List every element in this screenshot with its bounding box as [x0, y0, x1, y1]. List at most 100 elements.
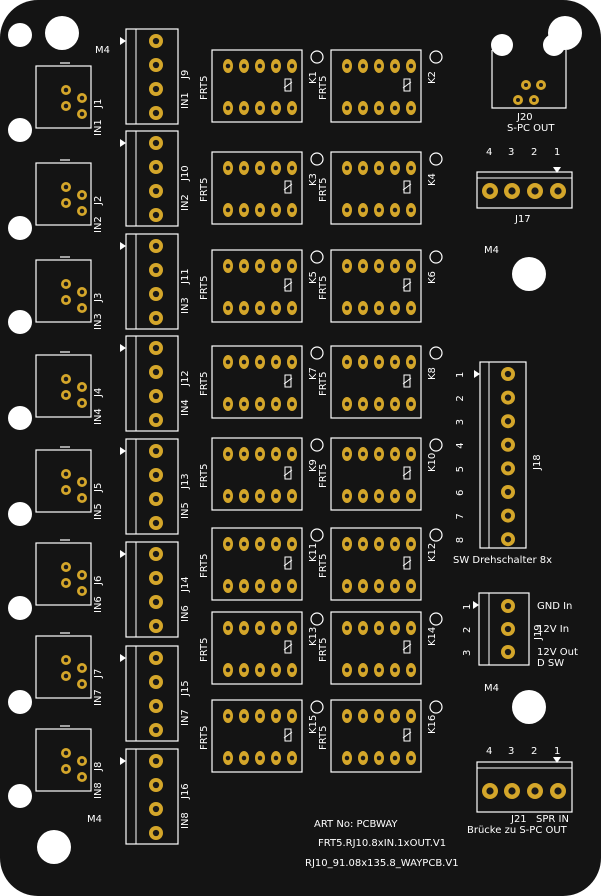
relay-pin-bottom-drill [273, 305, 279, 311]
relay-pin-bottom-drill [225, 493, 231, 499]
relay-coil-diagonal [402, 559, 412, 567]
relay-outline [330, 699, 422, 773]
rj-ref: J2 [93, 196, 104, 206]
terminal-ref: J11 [180, 268, 191, 285]
relay-pin-bottom-drill [392, 755, 398, 761]
relay-pin-bottom-drill [360, 305, 366, 311]
relay-pin-top-drill [273, 165, 279, 171]
j18-pin-number: 5 [455, 466, 466, 472]
j17-outline [476, 171, 573, 209]
relay-pin-bottom-drill [241, 207, 247, 213]
edge-hole [8, 596, 32, 620]
relay-pin-bottom-drill [241, 583, 247, 589]
terminal-pin-drill [152, 447, 160, 455]
relay-type-label: FRT5 [199, 726, 210, 750]
edge-hole [8, 23, 32, 47]
j19-pin-label: 12V Out [537, 647, 578, 658]
relay-pin-top-drill [344, 165, 350, 171]
relay-pin-top-drill [344, 713, 350, 719]
rj-pin-drill [63, 673, 69, 679]
terminal-pin-drill [152, 37, 160, 45]
relay-pin1-ring [429, 528, 443, 542]
terminal-pin-drill [152, 139, 160, 147]
rj-ref: J4 [93, 388, 104, 398]
terminal-pin-drill [152, 85, 160, 93]
relay-pin-top-drill [392, 63, 398, 69]
j21-pin-number: 3 [508, 746, 514, 757]
pin1-marker [553, 167, 561, 173]
terminal-pin-drill [152, 781, 160, 789]
rj-outline [35, 259, 92, 323]
j20-mount-hole-right [543, 34, 565, 56]
relay-pin-top-drill [376, 625, 382, 631]
relay-outline [330, 249, 422, 323]
relay-pin-top-drill [241, 451, 247, 457]
relay-pin-bottom-drill [225, 583, 231, 589]
rj-ref: J7 [93, 669, 104, 679]
terminal-outline [125, 748, 179, 845]
relay-outline [211, 151, 303, 225]
j19-pin-drill [504, 602, 512, 610]
relay-pin-top-drill [273, 63, 279, 69]
terminal-pin-drill [152, 678, 160, 686]
terminal-pin-drill [152, 622, 160, 630]
art-number: ART No: PCBWAY [314, 819, 398, 830]
relay-pin-top-drill [257, 165, 263, 171]
j19-pin-label: GND In [537, 601, 572, 612]
relay-pin-top-drill [225, 541, 231, 547]
relay-type-label: FRT5 [318, 76, 329, 100]
relay-pin-bottom-drill [289, 583, 295, 589]
rj-pin-drill [79, 111, 85, 117]
terminal-outline [125, 233, 179, 330]
terminal-net-label: IN6 [180, 605, 191, 622]
j17-pin-drill [486, 187, 494, 195]
terminal-outline [125, 438, 179, 535]
j18-pin-drill [504, 488, 512, 496]
relay-pin-bottom-drill [360, 207, 366, 213]
j21-pin-drill [531, 787, 539, 795]
terminal-pin-drill [152, 471, 160, 479]
relay-pin-top-drill [241, 165, 247, 171]
relay-coil-diagonal [402, 469, 412, 477]
relay-coil-symbol [403, 78, 411, 92]
relay-pin-top-drill [257, 541, 263, 547]
relay-pin-top-drill [241, 625, 247, 631]
rj-pin-drill [63, 392, 69, 398]
rj-pin-drill [63, 297, 69, 303]
relay-pin-bottom-drill [289, 207, 295, 213]
terminal-ref: J12 [180, 370, 191, 387]
terminal-pin-drill [152, 805, 160, 813]
relay-pin-bottom-drill [392, 493, 398, 499]
relay-coil-symbol [284, 728, 292, 742]
relay-outline [211, 611, 303, 685]
rj-ref: J8 [93, 762, 104, 772]
relay-pin-top-drill [408, 63, 414, 69]
j21-pin-number: 2 [531, 746, 537, 757]
relay-pin-bottom-drill [344, 755, 350, 761]
rj-net-label: IN1 [93, 119, 104, 136]
relay-pin1-ring [310, 152, 324, 166]
relay-pin-bottom-drill [408, 401, 414, 407]
relay-pin-top-drill [289, 625, 295, 631]
relay-ref: K7 [308, 367, 319, 380]
j18-pin-number: 2 [455, 395, 466, 401]
j17-pin-drill [508, 187, 516, 195]
relay-pin-top-drill [360, 359, 366, 365]
j20-connector: J20 S-PC OUT [491, 34, 567, 134]
relay-pin-bottom-drill [225, 305, 231, 311]
relay-pin-bottom-drill [225, 207, 231, 213]
terminal-net-label: IN4 [180, 399, 191, 416]
rj-ref: J5 [93, 483, 104, 493]
terminal-net-label: IN2 [180, 194, 191, 211]
relay-pin-bottom-drill [257, 583, 263, 589]
j17-pin-number: 1 [554, 147, 560, 158]
j21-outline [476, 761, 573, 813]
relay-pin-top-drill [273, 541, 279, 547]
relay-type-label: FRT5 [199, 276, 210, 300]
